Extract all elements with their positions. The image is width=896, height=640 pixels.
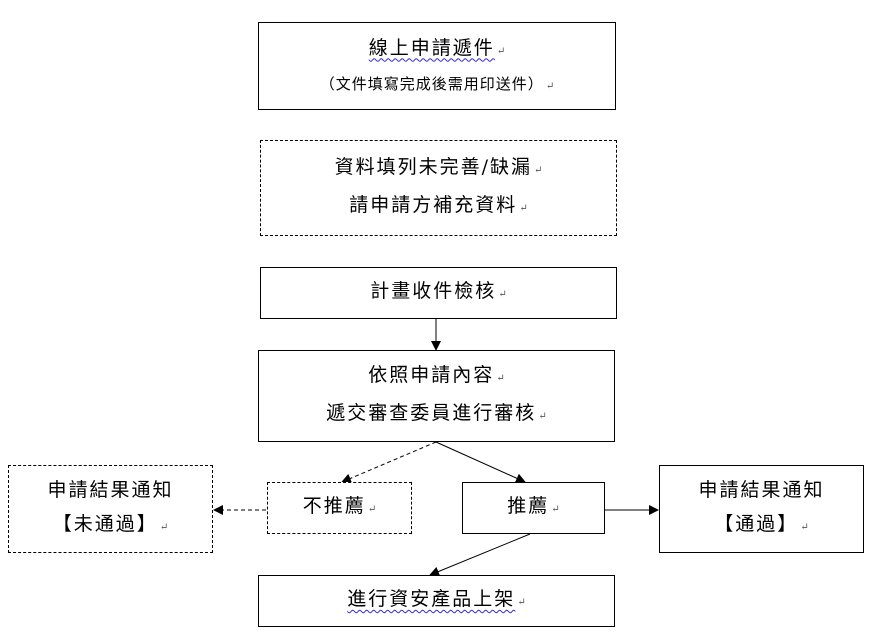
paragraph-mark: ↵ — [496, 45, 506, 57]
paragraph-mark: ↵ — [517, 597, 526, 608]
incomplete-line2: 請申請方補充資料 — [349, 194, 518, 216]
notify-fail-status: 【未通過】 — [52, 513, 158, 535]
committee-line2: 遞交審查委員進行審核 — [326, 402, 537, 424]
incomplete-line1: 資料填列未完善/缺漏 — [334, 156, 532, 178]
recommended-label: 推薦 — [507, 495, 550, 517]
notify-pass-status: 【通過】 — [714, 513, 799, 535]
arrow-committee-to-not-recommended — [341, 441, 437, 484]
not-recommended-box: 不推薦↵ — [267, 482, 412, 534]
apply-box: 線上申請遞件↵ （文件填寫完成後需用印送件）↵ — [258, 22, 616, 110]
recommended-box: 推薦↵ — [462, 482, 605, 534]
review-title: 計畫收件檢核 — [370, 280, 497, 302]
paragraph-mark: ↵ — [496, 373, 505, 384]
paragraph-mark: ↵ — [519, 203, 528, 214]
paragraph-mark: ↵ — [551, 504, 560, 515]
arrow-committee-to-recommended — [435, 441, 526, 483]
paragraph-mark: ↵ — [545, 80, 555, 92]
paragraph-mark: ↵ — [800, 522, 809, 533]
paragraph-mark: ↵ — [538, 411, 547, 422]
paragraph-mark: ↵ — [367, 504, 377, 515]
committee-line1: 依照申請內容 — [368, 364, 495, 386]
paragraph-mark: ↵ — [159, 522, 169, 533]
paragraph-mark: ↵ — [498, 289, 507, 300]
apply-title: 線上申請遞件 — [368, 36, 495, 59]
committee-box: 依照申請內容↵ 遞交審查委員進行審核↵ — [258, 350, 615, 442]
paragraph-mark: ↵ — [534, 165, 543, 176]
apply-note: （文件填寫完成後需用印送件） — [319, 74, 544, 93]
listing-title: 進行資安產品上架 — [347, 588, 516, 610]
listing-box: 進行資安產品上架↵ — [258, 575, 615, 627]
notify-pass-box: 申請結果通知 【通過】↵ — [659, 465, 864, 553]
incomplete-box: 資料填列未完善/缺漏↵ 請申請方補充資料↵ — [260, 140, 617, 236]
not-recommended-label: 不推薦 — [302, 495, 366, 517]
notify-pass-title: 申請結果通知 — [698, 479, 825, 501]
notify-fail-box: 申請結果通知 【未通過】↵ — [8, 465, 213, 553]
notify-fail-title: 申請結果通知 — [47, 479, 174, 501]
arrow-recommended-to-listing — [429, 533, 531, 577]
review-box: 計畫收件檢核↵ — [260, 267, 617, 319]
